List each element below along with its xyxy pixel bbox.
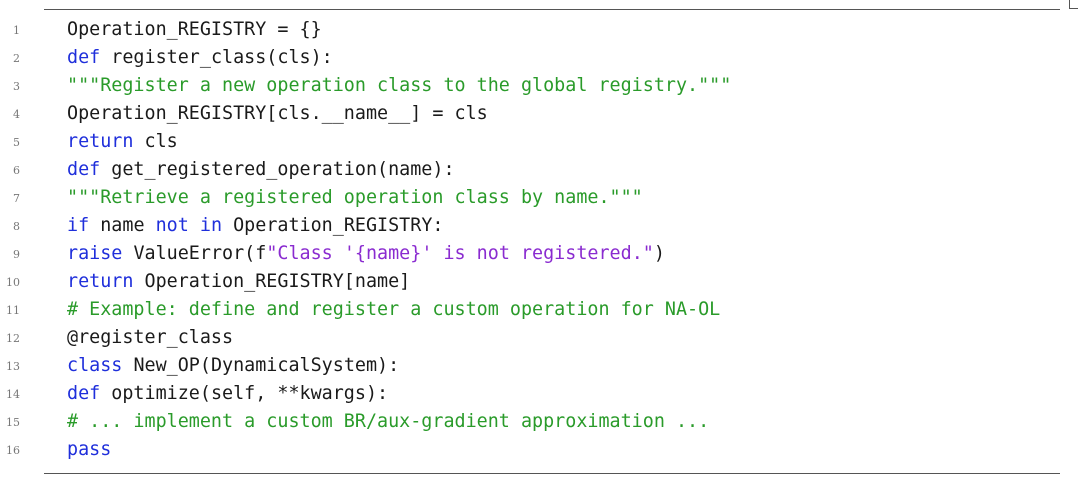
code-token-keyword: pass	[67, 439, 112, 460]
code-token-keyword: raise	[67, 243, 123, 264]
code-text: raise ValueError(f"Class '{name}' is not…	[67, 240, 665, 268]
code-token-plain: )	[653, 243, 665, 264]
top-rule	[44, 9, 1060, 10]
code-text: def optimize(self, **kwargs):	[67, 380, 388, 408]
code-token-keyword: if	[67, 215, 90, 236]
code-text: @register_class	[67, 324, 233, 352]
line-number: 5	[13, 136, 20, 149]
line-number: 9	[13, 248, 20, 261]
code-line: 4 Operation_REGISTRY[cls.__name__] = cls	[0, 100, 1060, 128]
code-token-plain: Operation_REGISTRY[name]	[133, 271, 411, 292]
code-token-comment: # ... implement a custom BR/aux-gradient…	[67, 411, 710, 432]
bottom-rule	[44, 473, 1060, 474]
code-listing: 1 Operation_REGISTRY = {} 2 def register_cl…	[0, 16, 1060, 464]
code-line: 6 def get_registered_operation(name):	[0, 156, 1060, 184]
code-line: 2 def register_class(cls):	[0, 44, 1060, 72]
code-token-plain: ValueError(f	[122, 243, 267, 264]
code-text: # Example: define and register a custom …	[67, 296, 720, 324]
line-number: 15	[6, 416, 20, 429]
code-token-comment: # Example: define and register a custom …	[67, 299, 721, 320]
code-text: def get_registered_operation(name):	[67, 156, 455, 184]
code-text: Operation_REGISTRY = {}	[67, 16, 322, 44]
code-token-plain: Operation_REGISTRY:	[222, 215, 444, 236]
code-line: 10 return Operation_REGISTRY[name]	[0, 268, 1060, 296]
code-token-plain: get_registered_operation(name):	[100, 159, 455, 180]
line-number: 3	[13, 80, 20, 93]
line-number: 13	[6, 360, 20, 373]
code-line: 12 @register_class	[0, 324, 1060, 352]
code-line: 8 if name not in Operation_REGISTRY:	[0, 212, 1060, 240]
line-number: 16	[6, 444, 20, 457]
code-line: 9 raise ValueError(f"Class '{name}' is no…	[0, 240, 1060, 268]
code-text: """Register a new operation class to the…	[67, 72, 731, 100]
code-line: 13 class New_OP(DynamicalSystem):	[0, 352, 1060, 380]
code-text: def register_class(cls):	[67, 44, 333, 72]
code-text: if name not in Operation_REGISTRY:	[67, 212, 443, 240]
code-text: # ... implement a custom BR/aux-gradient…	[67, 408, 709, 436]
code-token-plain: Operation_REGISTRY = {}	[67, 19, 322, 40]
line-number: 1	[13, 24, 20, 37]
code-line: 3 """Register a new operation class to th…	[0, 72, 1060, 100]
code-line: 1 Operation_REGISTRY = {}	[0, 16, 1060, 44]
code-token-keyword: return	[67, 271, 134, 292]
corner-mark-icon	[1069, 0, 1078, 9]
code-line: 7 """Retrieve a registered operation clas…	[0, 184, 1060, 212]
code-token-string: """Register a new operation class to the…	[67, 75, 732, 96]
code-token-plain: optimize(self, **kwargs):	[100, 383, 389, 404]
line-number: 2	[13, 52, 20, 65]
code-token-keyword: def	[67, 159, 101, 180]
line-number: 6	[13, 164, 20, 177]
code-token-plain: @register_class	[67, 327, 234, 348]
code-text: """Retrieve a registered operation class…	[67, 184, 643, 212]
code-token-plain: cls	[133, 131, 178, 152]
code-token-plain: New_OP(DynamicalSystem):	[122, 355, 400, 376]
code-token-plain: name	[89, 215, 156, 236]
line-number: 4	[13, 108, 20, 121]
line-number: 14	[6, 388, 20, 401]
code-token-keyword: class	[67, 355, 123, 376]
code-line: 16 pass	[0, 436, 1060, 464]
code-token-string: """Retrieve a registered operation class…	[67, 187, 643, 208]
code-token-keyword: def	[67, 47, 101, 68]
code-text: Operation_REGISTRY[cls.__name__] = cls	[67, 100, 488, 128]
code-token-plain: Operation_REGISTRY[cls.__name__] = cls	[67, 103, 488, 124]
code-line: 11 # Example: define and register a custo…	[0, 296, 1060, 324]
code-line: 15 # ... implement a custom BR/aux-gradie…	[0, 408, 1060, 436]
code-token-plain: register_class(cls):	[100, 47, 333, 68]
code-text: return cls	[67, 128, 178, 156]
code-token-keyword: def	[67, 383, 101, 404]
line-number: 10	[6, 276, 20, 289]
line-number: 7	[13, 192, 20, 205]
code-token-fstring: "Class '{name}' is not registered."	[266, 243, 654, 264]
code-text: pass	[67, 436, 111, 464]
code-text: class New_OP(DynamicalSystem):	[67, 352, 399, 380]
code-token-keyword: return	[67, 131, 134, 152]
line-number: 8	[13, 220, 20, 233]
code-token-keyword: not in	[155, 215, 223, 236]
line-number: 11	[6, 304, 20, 317]
line-number: 12	[6, 332, 20, 345]
code-line: 5 return cls	[0, 128, 1060, 156]
code-text: return Operation_REGISTRY[name]	[67, 268, 410, 296]
code-line: 14 def optimize(self, **kwargs):	[0, 380, 1060, 408]
